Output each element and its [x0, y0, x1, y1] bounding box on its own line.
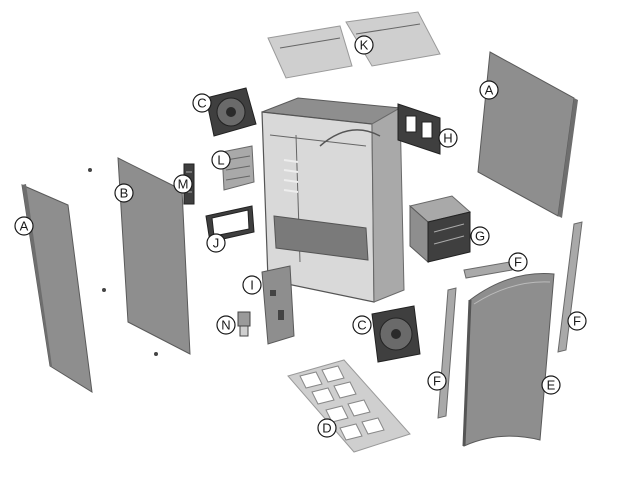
callout-label-d: D — [322, 421, 331, 436]
callout-m: M — [173, 174, 193, 194]
inner-side-panel — [88, 157, 191, 356]
callout-label-j: J — [213, 236, 220, 251]
callout-label-m: M — [178, 177, 189, 192]
bottom-fan — [371, 305, 421, 363]
callout-b: B — [114, 183, 134, 203]
callout-label-i: I — [250, 278, 254, 293]
front-panel — [462, 273, 555, 447]
callout-label-k: K — [360, 38, 369, 53]
callout-label-g: G — [475, 229, 485, 244]
callout-label-n: N — [221, 318, 230, 333]
callout-f-top: F — [508, 252, 528, 272]
rear-bracket — [397, 103, 441, 155]
dust-filter — [287, 359, 411, 453]
callout-k: K — [354, 35, 374, 55]
bracket-frame — [205, 205, 255, 243]
drive-cage — [408, 195, 472, 264]
callout-h: H — [438, 128, 458, 148]
callout-label-e: E — [547, 378, 556, 393]
callout-c-top: C — [192, 93, 212, 113]
callout-f-right: F — [567, 311, 587, 331]
callout-g: G — [470, 226, 490, 246]
callout-f-bottom: F — [427, 371, 447, 391]
callout-label-c-bottom: C — [357, 318, 366, 333]
main-chassis — [261, 97, 405, 303]
callout-label-f-right: F — [573, 314, 581, 329]
callout-label-f-bottom: F — [433, 374, 441, 389]
callout-j: J — [206, 233, 226, 253]
right-side-panel — [477, 51, 578, 218]
callout-c-bottom: C — [352, 315, 372, 335]
callout-i: I — [242, 275, 262, 295]
callout-l: L — [211, 150, 231, 170]
callout-e: E — [541, 375, 561, 395]
callout-label-a-right: A — [485, 83, 494, 98]
callout-label-c-top: C — [197, 96, 206, 111]
callout-n: N — [216, 315, 236, 335]
top-panels — [267, 11, 441, 79]
callout-label-l: L — [217, 153, 224, 168]
callout-a-right: A — [479, 80, 499, 100]
callout-label-f-top: F — [514, 255, 522, 270]
left-side-panel — [21, 184, 93, 393]
small-bracket — [237, 311, 251, 337]
callout-d: D — [317, 418, 337, 438]
callout-label-b: B — [120, 186, 129, 201]
callout-a-left: A — [14, 216, 34, 236]
callout-label-h: H — [443, 131, 452, 146]
callout-label-a-left: A — [20, 219, 29, 234]
psu-plate — [261, 265, 295, 345]
top-fan — [205, 87, 257, 137]
